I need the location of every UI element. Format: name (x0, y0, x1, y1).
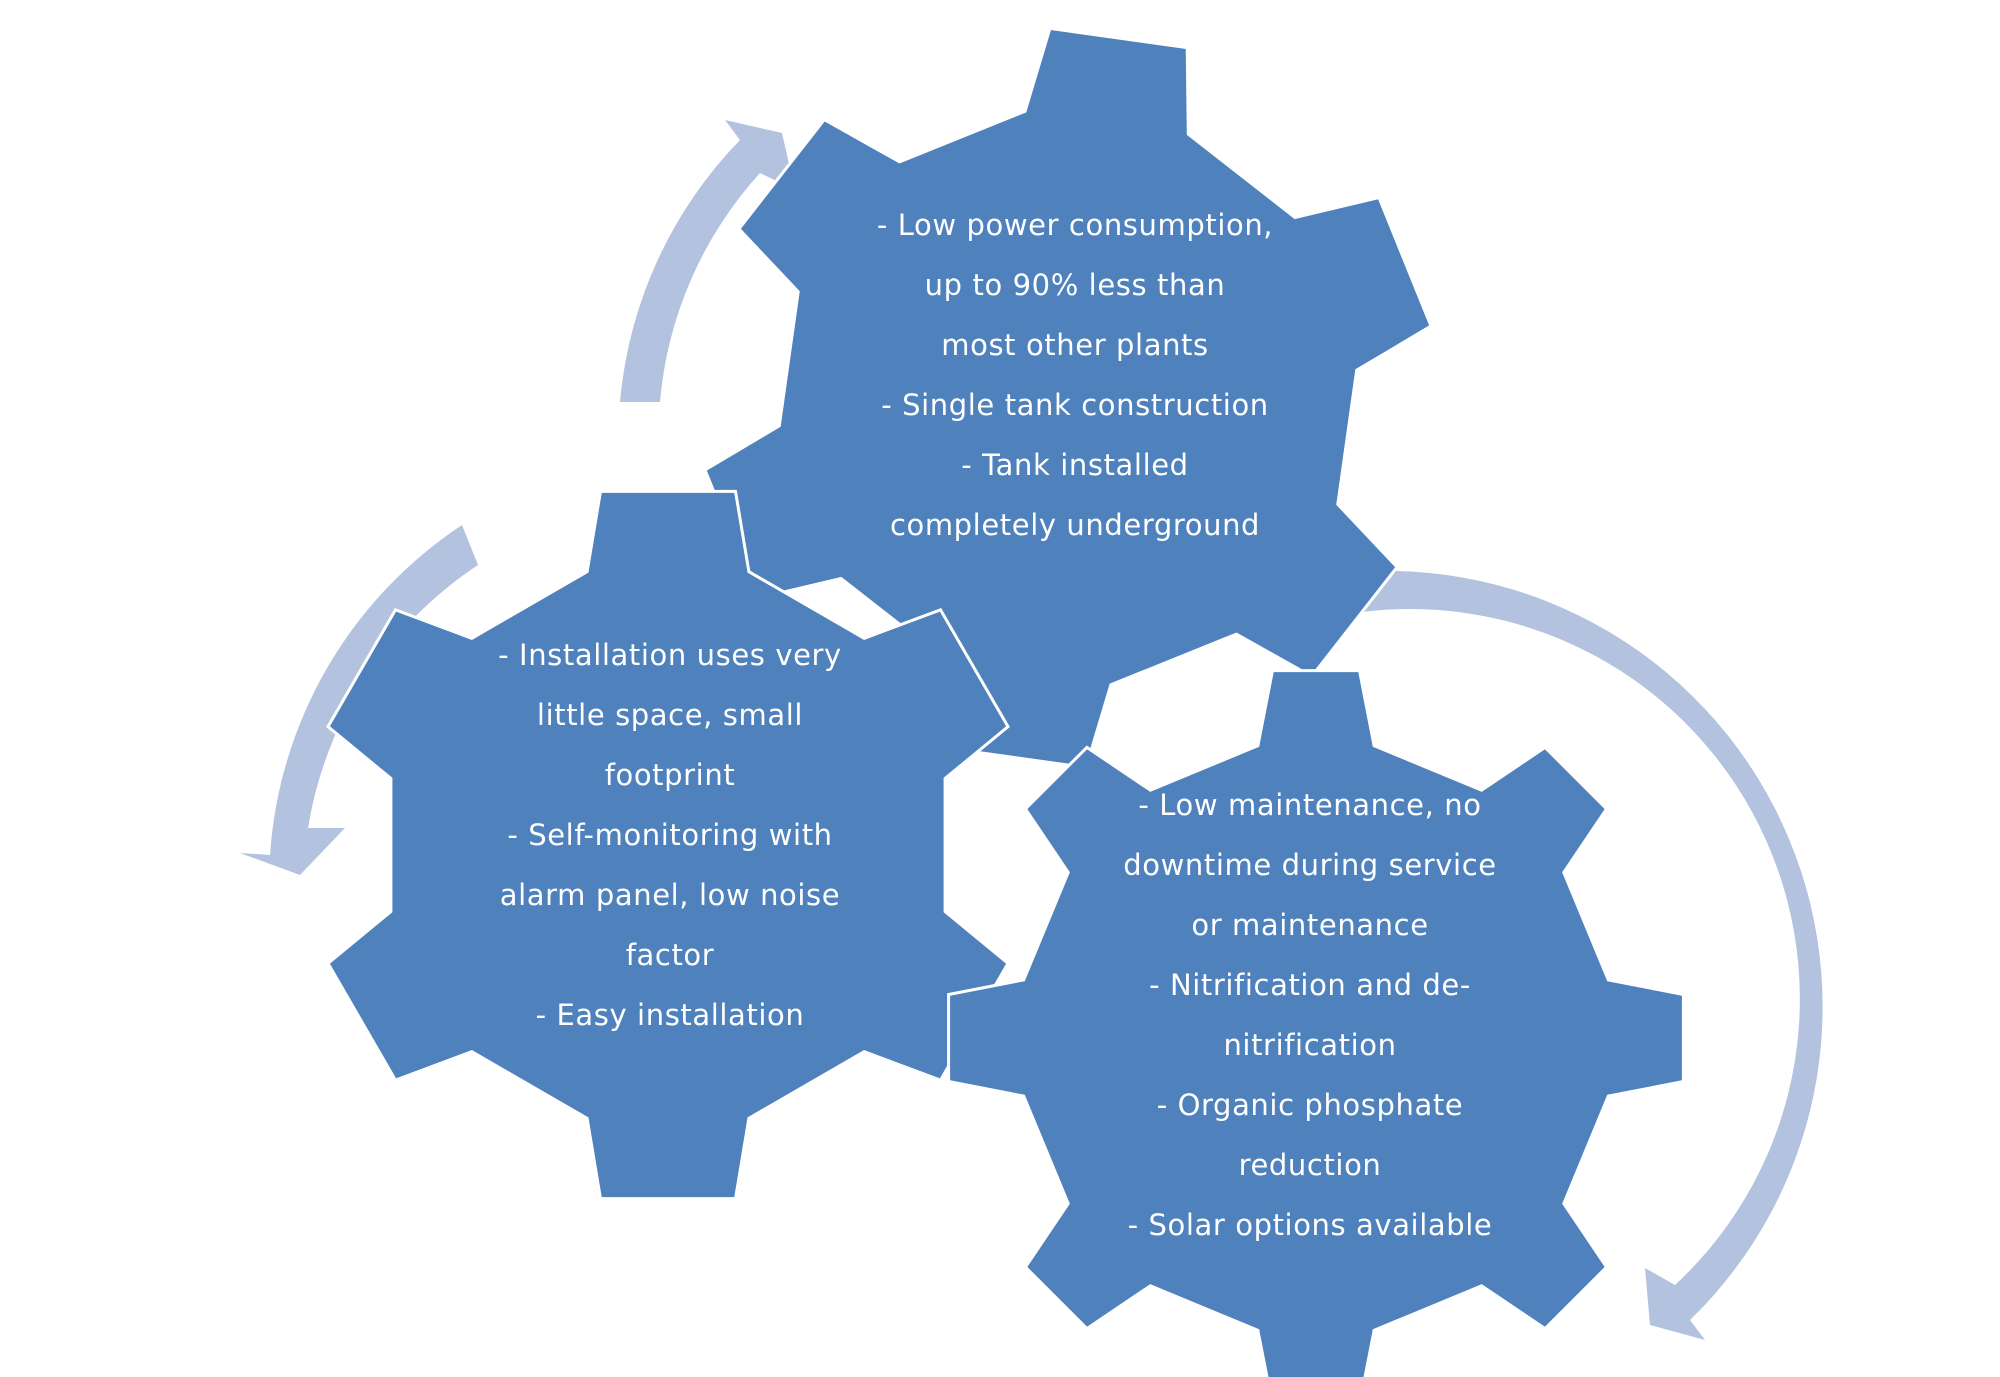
gear-left-line: - Installation uses very (498, 638, 842, 672)
gear-right-line: reduction (1238, 1148, 1382, 1182)
gear-right-line: - Low maintenance, no (1138, 788, 1482, 822)
arc-arrow-left (240, 525, 478, 875)
gear-top-line: completely underground (889, 508, 1261, 542)
gear-right-line: nitrification (1223, 1028, 1397, 1062)
gear-top-text: - Low power consumption, up to 90% less … (825, 195, 1325, 555)
gear-top (703, 26, 1433, 770)
gear-right-line: or maintenance (1191, 908, 1429, 942)
gear-top-line: up to 90% less than (924, 268, 1226, 302)
gear-right-text: - Low maintenance, no downtime during se… (1045, 775, 1575, 1255)
gear-left (326, 489, 1010, 1201)
gear-top-line: - Single tank construction (881, 388, 1269, 422)
gear-left-text: - Installation uses very little space, s… (420, 625, 920, 1045)
arc-arrow-top-left (620, 120, 795, 402)
gear-right-line: - Solar options available (1127, 1208, 1493, 1242)
gear-left-line: - Easy installation (535, 998, 805, 1032)
gear-right-line: - Nitrification and de- (1149, 968, 1471, 1002)
gear-top-line: - Tank installed (961, 448, 1189, 482)
gear-left-line: little space, small (536, 698, 804, 732)
gear-right-line: - Organic phosphate (1156, 1088, 1464, 1122)
gear-top-line: - Low power consumption, (876, 208, 1274, 242)
gear-left-line: factor (625, 938, 715, 972)
gear-left-line: alarm panel, low noise (499, 878, 841, 912)
gear-left-line: - Self-monitoring with (507, 818, 833, 852)
gear-top-line: most other plants (941, 328, 1209, 362)
gear-left-line: footprint (604, 758, 736, 792)
gear-right (947, 669, 1685, 1377)
gear-right-line: downtime during service (1123, 848, 1497, 882)
